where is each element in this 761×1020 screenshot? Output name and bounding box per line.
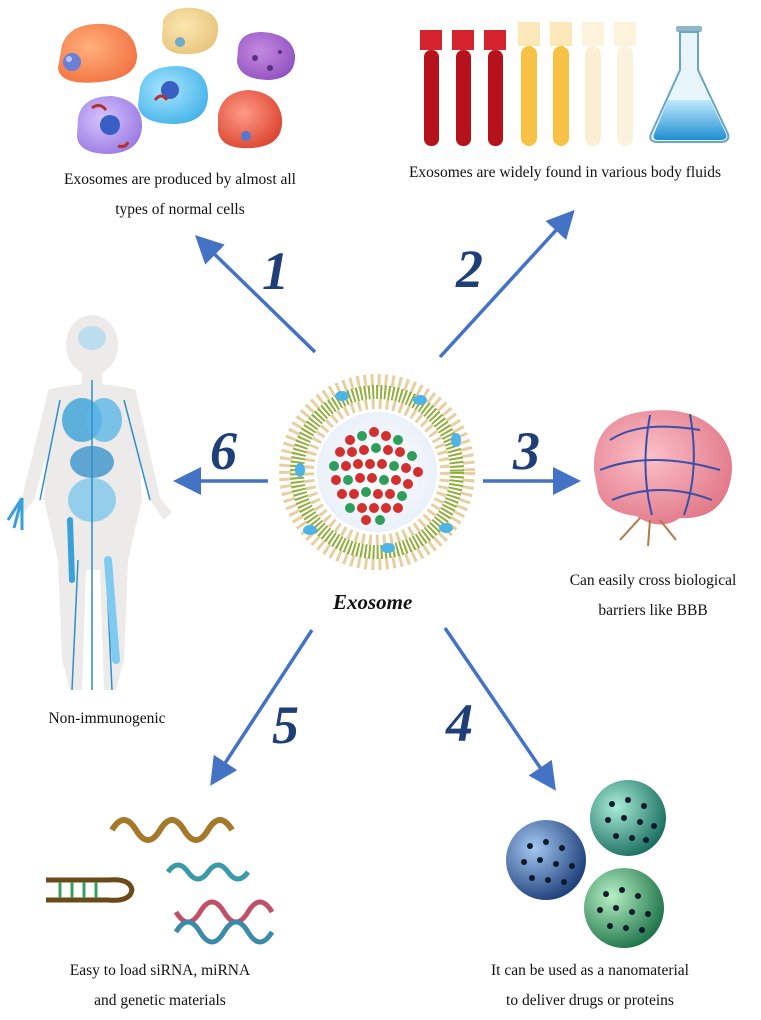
number-3: 3 — [513, 421, 540, 481]
exosome-icon — [279, 374, 475, 570]
arrow-5 — [210, 629, 314, 786]
cells-icon — [58, 7, 296, 154]
caption-4-line-2: to deliver drugs or proteins — [506, 992, 674, 1009]
plasma-tubes — [518, 22, 636, 146]
caption-2-line-1: Exosomes are widely found in various bod… — [408, 164, 722, 181]
brain-icon — [593, 410, 732, 547]
nanoparticles-icon — [506, 780, 666, 948]
flask — [649, 26, 730, 143]
arrow-2 — [438, 209, 575, 359]
number-2: 2 — [456, 239, 483, 299]
rna-dna-icon — [46, 817, 275, 945]
number-5: 5 — [272, 695, 299, 755]
caption-1-line-1: Exosomes are produced by almost all — [63, 171, 296, 188]
caption-1-line-2: types of normal cells — [115, 201, 245, 218]
caption-4-line-1: It can be used as a nanomaterial — [491, 962, 689, 979]
exosome-label: Exosome — [333, 590, 413, 614]
human-body-icon — [6, 315, 172, 691]
caption-6: Non-immunogenic — [12, 704, 202, 734]
membrane-proteins — [295, 391, 461, 553]
caption-6-line-1: Non-immunogenic — [48, 710, 166, 727]
blood-tubes — [420, 30, 506, 146]
caption-3-line-1: Can easily cross biological — [569, 572, 737, 589]
arrow-1 — [194, 235, 317, 354]
caption-1: Exosomes are produced by almost all type… — [30, 165, 330, 225]
arrow-4 — [443, 627, 556, 791]
arrows — [173, 209, 581, 791]
caption-3-line-2: barriers like BBB — [598, 602, 708, 619]
number-6: 6 — [210, 421, 237, 481]
caption-2: Exosomes are widely found in various bod… — [380, 158, 750, 188]
number-1: 1 — [262, 241, 289, 301]
exosome-cargo — [329, 427, 423, 525]
caption-4: It can be used as a nanomaterial to deli… — [460, 956, 720, 1016]
caption-5-line-2: and genetic materials — [94, 992, 226, 1009]
number-4: 4 — [446, 693, 473, 753]
body-fluids-icon — [420, 22, 730, 146]
caption-5: Easy to load siRNA, miRNA and genetic ma… — [40, 956, 280, 1016]
caption-3: Can easily cross biological barriers lik… — [548, 566, 758, 626]
caption-5-line-1: Easy to load siRNA, miRNA — [69, 962, 251, 979]
